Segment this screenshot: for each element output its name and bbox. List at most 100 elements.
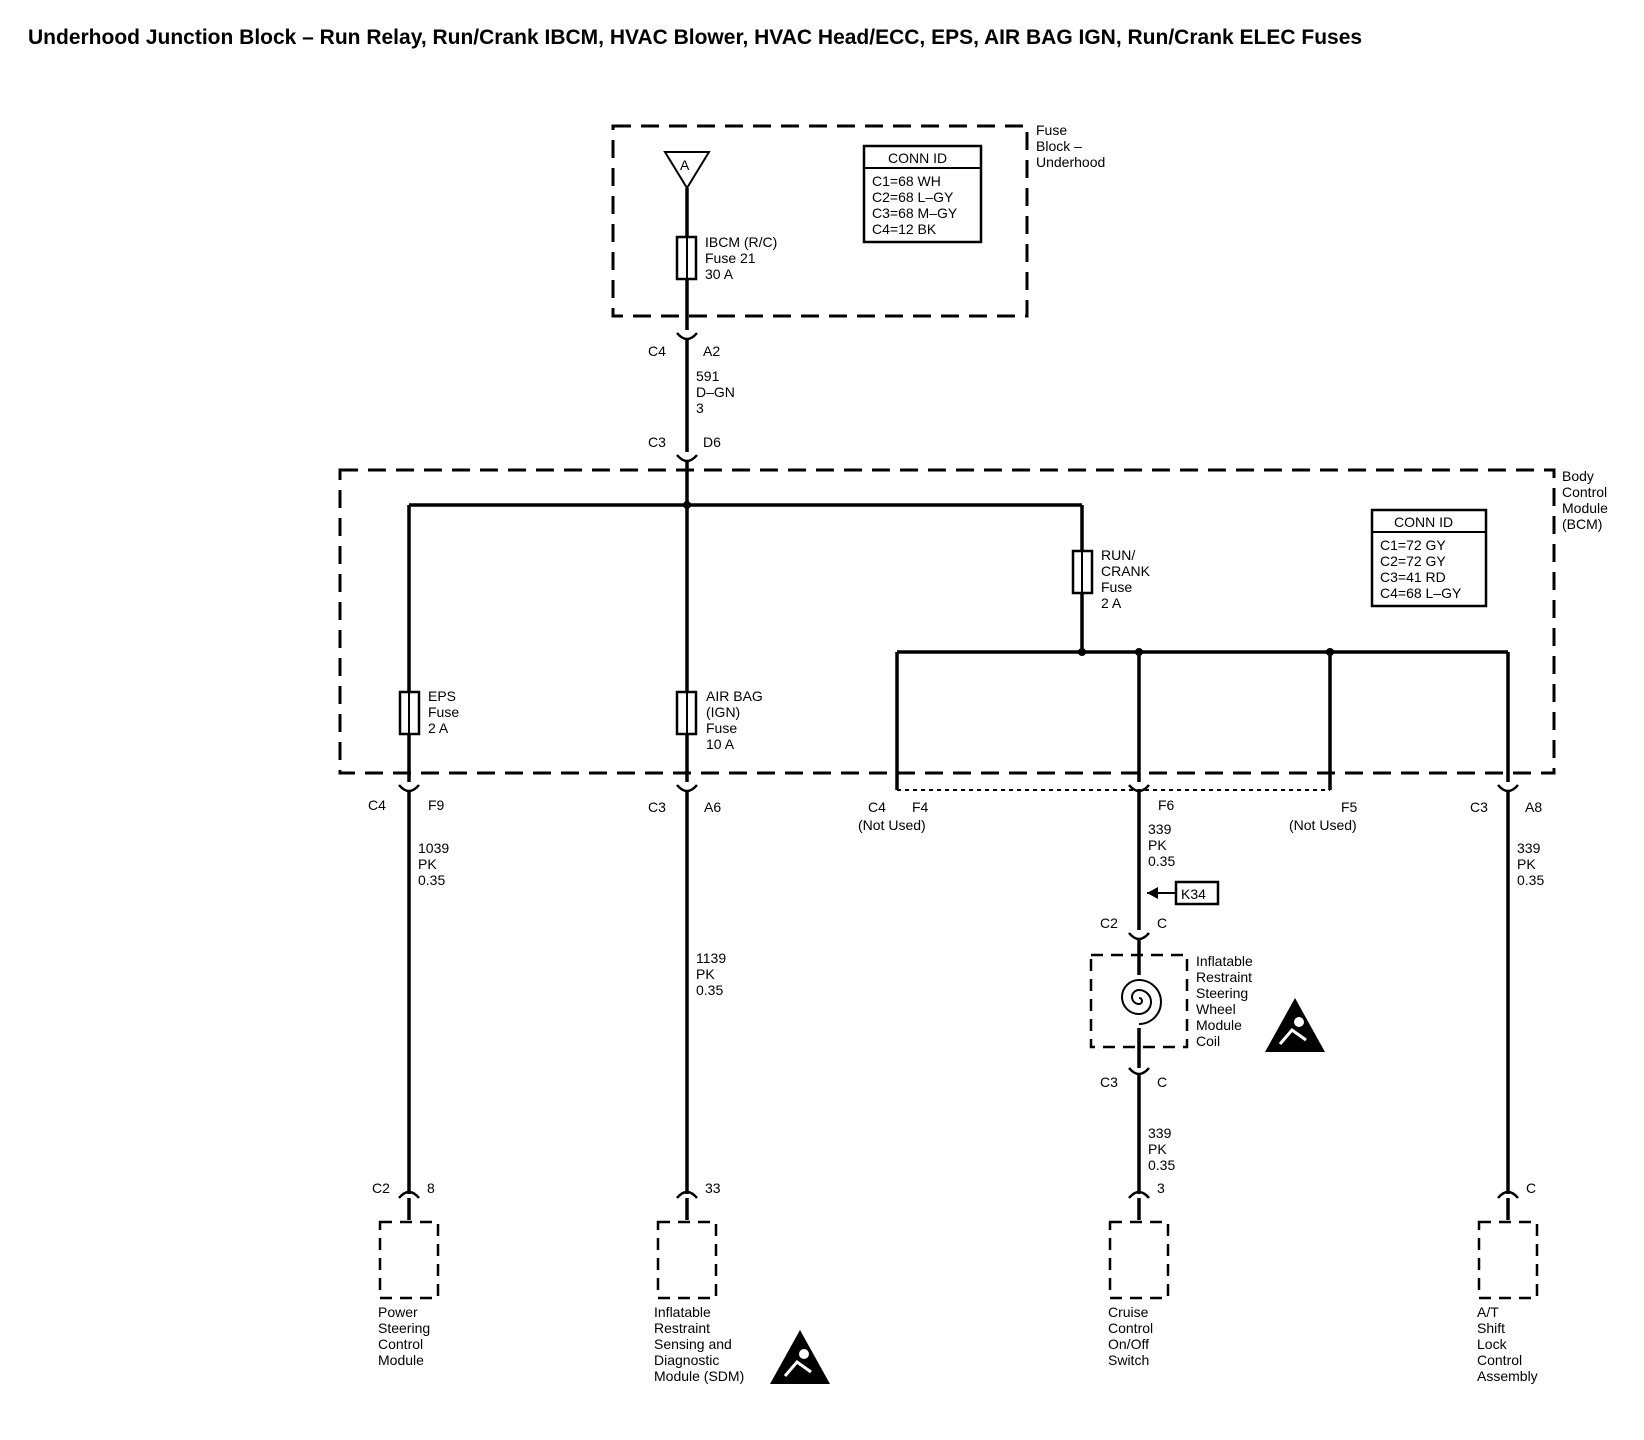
cruise-name-4: Switch <box>1108 1352 1149 1368</box>
sdm-name-5: Module (SDM) <box>654 1368 744 1384</box>
bcm-conn-id-row: C2=72 GY <box>1380 553 1446 569</box>
wire-339-cruise-label-1: 339 <box>1148 1125 1172 1141</box>
at-shift-lock-box <box>1477 1220 1539 1300</box>
f4-conn: C4 <box>868 799 886 815</box>
supply-reference-label: A <box>680 157 690 173</box>
fuse-block-conn-id-row: C3=68 M–GY <box>872 205 958 221</box>
bcm-label-2: Control <box>1562 484 1607 500</box>
fuse-block-label-3: Underhood <box>1036 154 1105 170</box>
airbag-out-pin: A6 <box>704 799 721 815</box>
connector-c3-d6-symbol <box>676 454 698 463</box>
eps-out-pin: F9 <box>428 797 445 813</box>
connector-c2-c-symbol <box>1128 932 1150 941</box>
bcm-feed-pin: D6 <box>703 434 721 450</box>
psc-name-3: Control <box>378 1336 423 1352</box>
coil-top-pin: C <box>1157 915 1167 931</box>
wire-1039-label-3: 0.35 <box>418 872 445 888</box>
f5-note: (Not Used) <box>1289 817 1357 833</box>
airbag-warning-icon <box>770 1330 830 1384</box>
sdm-pin: 33 <box>705 1180 721 1196</box>
psc-name-4: Module <box>378 1352 424 1368</box>
eps-out-conn: C4 <box>368 797 386 813</box>
connector-c3-a8-symbol <box>1497 784 1519 793</box>
cruise-pin: 3 <box>1157 1180 1165 1196</box>
coil-name-1: Inflatable <box>1196 953 1253 969</box>
fuse-block-conn-id-header: CONN ID <box>888 150 947 166</box>
fuse-block-conn-id-row: C1=68 WH <box>872 173 941 189</box>
coil-top-conn: C2 <box>1100 915 1118 931</box>
wire-339-a8-label-3: 0.35 <box>1517 872 1544 888</box>
wire-339-a8-label-2: PK <box>1517 856 1536 872</box>
at-name-4: Control <box>1477 1352 1522 1368</box>
fuse-block-conn-id-row: C4=12 BK <box>872 221 937 237</box>
feed-wire-label-2: D–GN <box>696 384 735 400</box>
eps-fuse-label-2: Fuse <box>428 704 459 720</box>
wire-339-f6-label-2: PK <box>1148 837 1167 853</box>
eps-fuse-label-1: EPS <box>428 688 456 704</box>
run-crank-fuse-label-3: Fuse <box>1101 579 1132 595</box>
bcm-conn-id-header: CONN ID <box>1394 514 1453 530</box>
run-crank-fuse-label-2: CRANK <box>1101 563 1151 579</box>
coil-name-2: Restraint <box>1196 969 1252 985</box>
connector-c4-f9-symbol <box>398 784 420 793</box>
connector-3-symbol <box>1128 1190 1150 1199</box>
eps-fuse-label-3: 2 A <box>428 720 449 736</box>
k34-reference-label: K34 <box>1181 886 1206 902</box>
wire-339-f6-label-1: 339 <box>1148 821 1172 837</box>
at-name-1: A/T <box>1477 1304 1499 1320</box>
psc-name-1: Power <box>378 1304 418 1320</box>
bcm-conn-id-row: C1=72 GY <box>1380 537 1446 553</box>
coil-bottom-pin: C <box>1157 1074 1167 1090</box>
coil-name-6: Coil <box>1196 1033 1220 1049</box>
connector-c3-c-symbol <box>1128 1067 1150 1076</box>
psc-name-2: Steering <box>378 1320 430 1336</box>
cruise-name-1: Cruise <box>1108 1304 1149 1320</box>
ibcm-fuse-label-1: IBCM (R/C) <box>705 234 777 250</box>
airbag-fuse-label-3: Fuse <box>706 720 737 736</box>
wire-339-cruise-label-3: 0.35 <box>1148 1157 1175 1173</box>
fuse-block-conn-id-table <box>862 144 983 244</box>
wire-1139-label-2: PK <box>696 966 715 982</box>
f5-pin: F5 <box>1341 799 1358 815</box>
airbag-fuse-label-1: AIR BAG <box>706 688 763 704</box>
bcm-label-1: Body <box>1562 468 1594 484</box>
cruise-switch-box <box>1108 1220 1170 1300</box>
wire-339-a8-label-1: 339 <box>1517 840 1541 856</box>
airbag-fuse-label-2: (IGN) <box>706 704 740 720</box>
coil-name-4: Wheel <box>1196 1001 1236 1017</box>
k34-arrow-icon <box>1147 887 1158 899</box>
cruise-name-2: Control <box>1108 1320 1153 1336</box>
bcm-label-3: Module <box>1562 500 1608 516</box>
feed-wire-label-3: 3 <box>696 400 704 416</box>
psc-pin: 8 <box>427 1180 435 1196</box>
fuse-block-conn-id-row: C2=68 L–GY <box>872 189 954 205</box>
sdm-name-4: Diagnostic <box>654 1352 719 1368</box>
connector-c2-8-symbol <box>398 1190 420 1199</box>
cruise-name-3: On/Off <box>1108 1336 1149 1352</box>
wire-1039-label-2: PK <box>418 856 437 872</box>
a8-out-pin: A8 <box>1525 799 1542 815</box>
feed-top-pin: A2 <box>703 343 720 359</box>
f4-pin: F4 <box>912 799 929 815</box>
sdm-name-1: Inflatable <box>654 1304 711 1320</box>
connector-c-symbol <box>1497 1190 1519 1199</box>
sdm-name-2: Restraint <box>654 1320 710 1336</box>
bcm-conn-id-row: C3=41 RD <box>1380 569 1446 585</box>
ibcm-fuse-label-2: Fuse 21 <box>705 250 756 266</box>
wire-1039-label-1: 1039 <box>418 840 449 856</box>
connector-c4-a2-symbol <box>676 332 698 341</box>
ibcm-fuse-label-3: 30 A <box>705 266 734 282</box>
bcm-conn-id-table <box>1370 508 1488 608</box>
bcm-conn-id-row: C4=68 L–GY <box>1380 585 1462 601</box>
wire-1139-label-3: 0.35 <box>696 982 723 998</box>
airbag-warning-icon <box>1265 998 1325 1052</box>
k34-reference-box <box>1174 880 1220 906</box>
airbag-out-conn: C3 <box>648 799 666 815</box>
feed-wire-label-1: 591 <box>696 368 720 384</box>
fuse-block-label-2: Block – <box>1036 138 1082 154</box>
psc-conn: C2 <box>372 1180 390 1196</box>
coil-name-5: Module <box>1196 1017 1242 1033</box>
fuse-block-label-1: Fuse <box>1036 122 1067 138</box>
run-crank-fuse-label-4: 2 A <box>1101 595 1122 611</box>
